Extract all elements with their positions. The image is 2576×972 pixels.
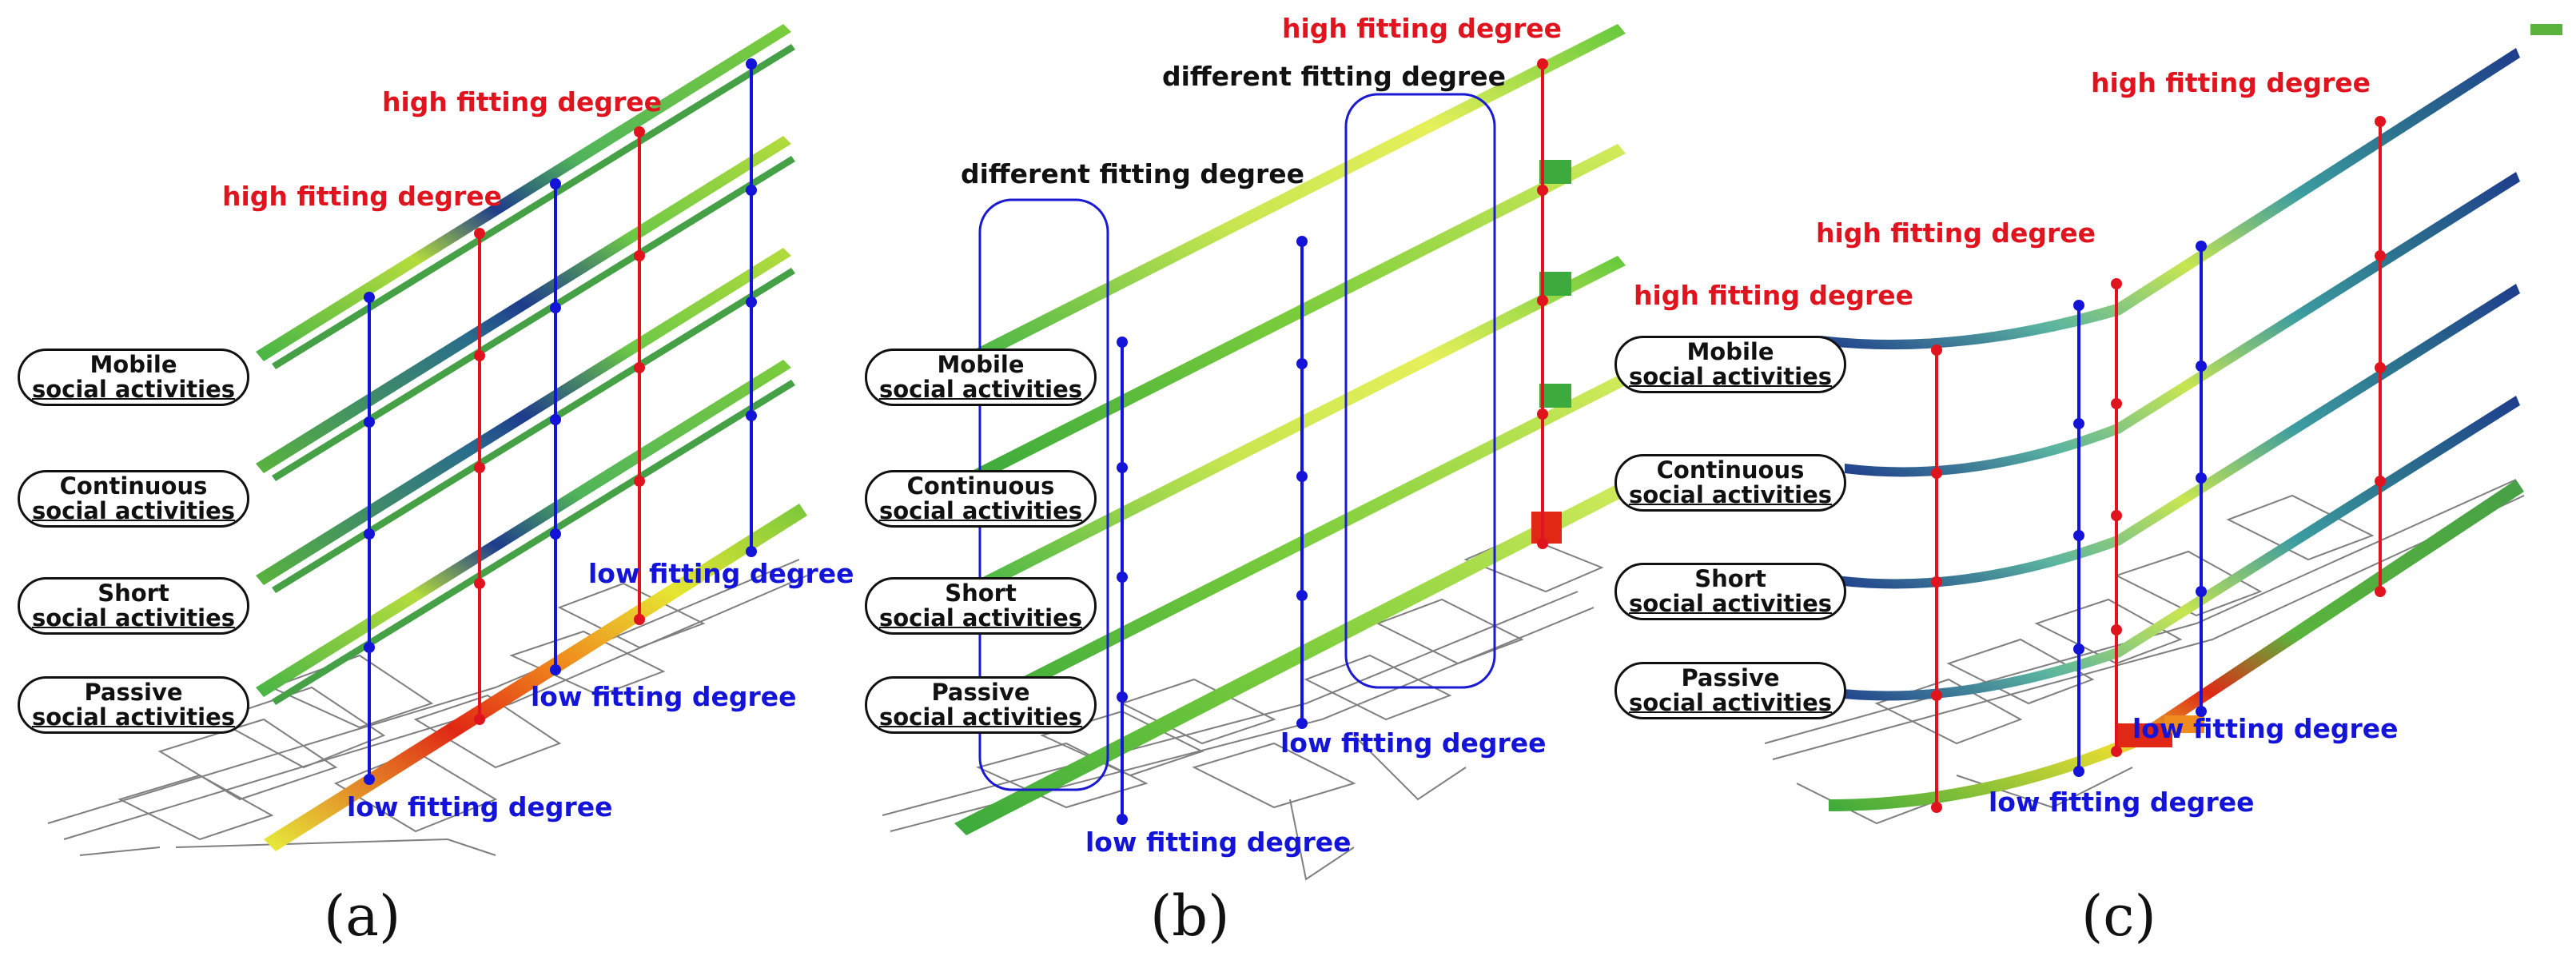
connector-nodes-a bbox=[364, 58, 757, 785]
annotation-low-fitting-b1: low fitting degree bbox=[1280, 727, 1547, 759]
layer-label-short-b-line2: social activities bbox=[878, 604, 1083, 631]
street-ribbons-b bbox=[954, 24, 1634, 835]
layer-label-passive-b-line1: Passive bbox=[931, 679, 1030, 706]
layer-label-continuous-b-line1: Continuous bbox=[906, 472, 1055, 500]
street-ribbons-a bbox=[256, 24, 807, 851]
panel-a: Mobile social activities Continuous soci… bbox=[0, 0, 858, 972]
layer-label-continuous-c: Continuous social activities bbox=[1614, 454, 1846, 512]
layer-label-passive-c: Passive social activities bbox=[1614, 662, 1846, 719]
panel-c: Mobile social activities Continuous soci… bbox=[1614, 0, 2575, 972]
layer-label-short: Short social activities bbox=[18, 577, 249, 635]
layer-label-mobile-c-line1: Mobile bbox=[1686, 338, 1774, 365]
annotation-different-fitting-b1: different fitting degree bbox=[1162, 61, 1507, 92]
annotation-high-fitting-a2: high fitting degree bbox=[222, 181, 502, 212]
panel-letter-c: (c) bbox=[2081, 883, 2156, 949]
layer-label-continuous-line2: social activities bbox=[31, 497, 236, 524]
street-map-a bbox=[47, 559, 808, 856]
layer-label-short-c-line1: Short bbox=[1694, 565, 1766, 592]
layer-label-passive-b-line2: social activities bbox=[878, 703, 1083, 731]
connector-nodes-c bbox=[1931, 116, 2386, 813]
layer-label-mobile-b-line2: social activities bbox=[878, 376, 1083, 403]
layer-label-passive-c-line2: social activities bbox=[1628, 689, 1833, 716]
annotation-high-fitting-c2: high fitting degree bbox=[1816, 217, 2096, 249]
annotation-high-fitting-a1: high fitting degree bbox=[382, 86, 662, 118]
annotation-high-fitting-c1: high fitting degree bbox=[2091, 67, 2371, 98]
panel-b-diagram bbox=[882, 24, 1634, 881]
annotation-low-fitting-c1: low fitting degree bbox=[2132, 713, 2399, 744]
layer-label-continuous-b-line2: social activities bbox=[878, 497, 1083, 524]
layer-label-continuous-line1: Continuous bbox=[59, 472, 208, 500]
layer-label-mobile: Mobile social activities bbox=[18, 349, 249, 406]
layer-label-continuous-b: Continuous social activities bbox=[865, 470, 1097, 528]
panel-letter-a: (a) bbox=[324, 883, 401, 949]
different-fitting-box-2 bbox=[1344, 93, 1496, 689]
annotation-high-fitting-b1: high fitting degree bbox=[1282, 13, 1562, 44]
layer-label-short-b-line1: Short bbox=[945, 580, 1017, 607]
layer-label-mobile-b-line1: Mobile bbox=[937, 351, 1025, 378]
layer-label-mobile-b: Mobile social activities bbox=[865, 349, 1097, 406]
panel-c-diagram bbox=[1764, 24, 2562, 825]
layer-label-passive-line1: Passive bbox=[84, 679, 183, 706]
layer-label-passive: Passive social activities bbox=[18, 676, 249, 734]
layer-label-continuous-c-line1: Continuous bbox=[1656, 456, 1805, 484]
annotation-low-fitting-b2: low fitting degree bbox=[1085, 827, 1352, 858]
layer-label-passive-c-line1: Passive bbox=[1681, 664, 1780, 691]
layer-label-short-c-line2: social activities bbox=[1628, 590, 1833, 617]
layer-label-passive-b: Passive social activities bbox=[865, 676, 1097, 734]
annotation-high-fitting-c3: high fitting degree bbox=[1634, 280, 1913, 311]
annotation-low-fitting-a1: low fitting degree bbox=[588, 558, 854, 589]
layer-label-continuous: Continuous social activities bbox=[18, 470, 249, 528]
panel-a-diagram bbox=[47, 24, 808, 856]
layer-label-short-line1: Short bbox=[98, 580, 169, 607]
layer-label-passive-line2: social activities bbox=[31, 703, 236, 731]
layer-label-short-line2: social activities bbox=[31, 604, 236, 631]
layer-label-mobile-line1: Mobile bbox=[90, 351, 177, 378]
layer-label-mobile-c-line2: social activities bbox=[1628, 363, 1833, 390]
annotation-different-fitting-b2: different fitting degree bbox=[961, 158, 1305, 189]
panel-b: Mobile social activities Continuous soci… bbox=[858, 0, 1717, 972]
annotation-low-fitting-a2: low fitting degree bbox=[531, 681, 797, 712]
layer-label-short-b: Short social activities bbox=[865, 577, 1097, 635]
layer-label-mobile-line2: social activities bbox=[31, 376, 236, 403]
annotation-low-fitting-a3: low fitting degree bbox=[347, 791, 613, 823]
annotation-low-fitting-c2: low fitting degree bbox=[1989, 787, 2255, 818]
street-map-c bbox=[1764, 479, 2525, 825]
connector-nodes-b bbox=[1117, 58, 1548, 825]
street-ribbons-c bbox=[1821, 24, 2562, 811]
panel-letter-b: (b) bbox=[1150, 883, 1230, 949]
layer-label-short-c: Short social activities bbox=[1614, 563, 1846, 620]
layer-label-mobile-c: Mobile social activities bbox=[1614, 336, 1846, 393]
layer-label-continuous-c-line2: social activities bbox=[1628, 481, 1833, 508]
